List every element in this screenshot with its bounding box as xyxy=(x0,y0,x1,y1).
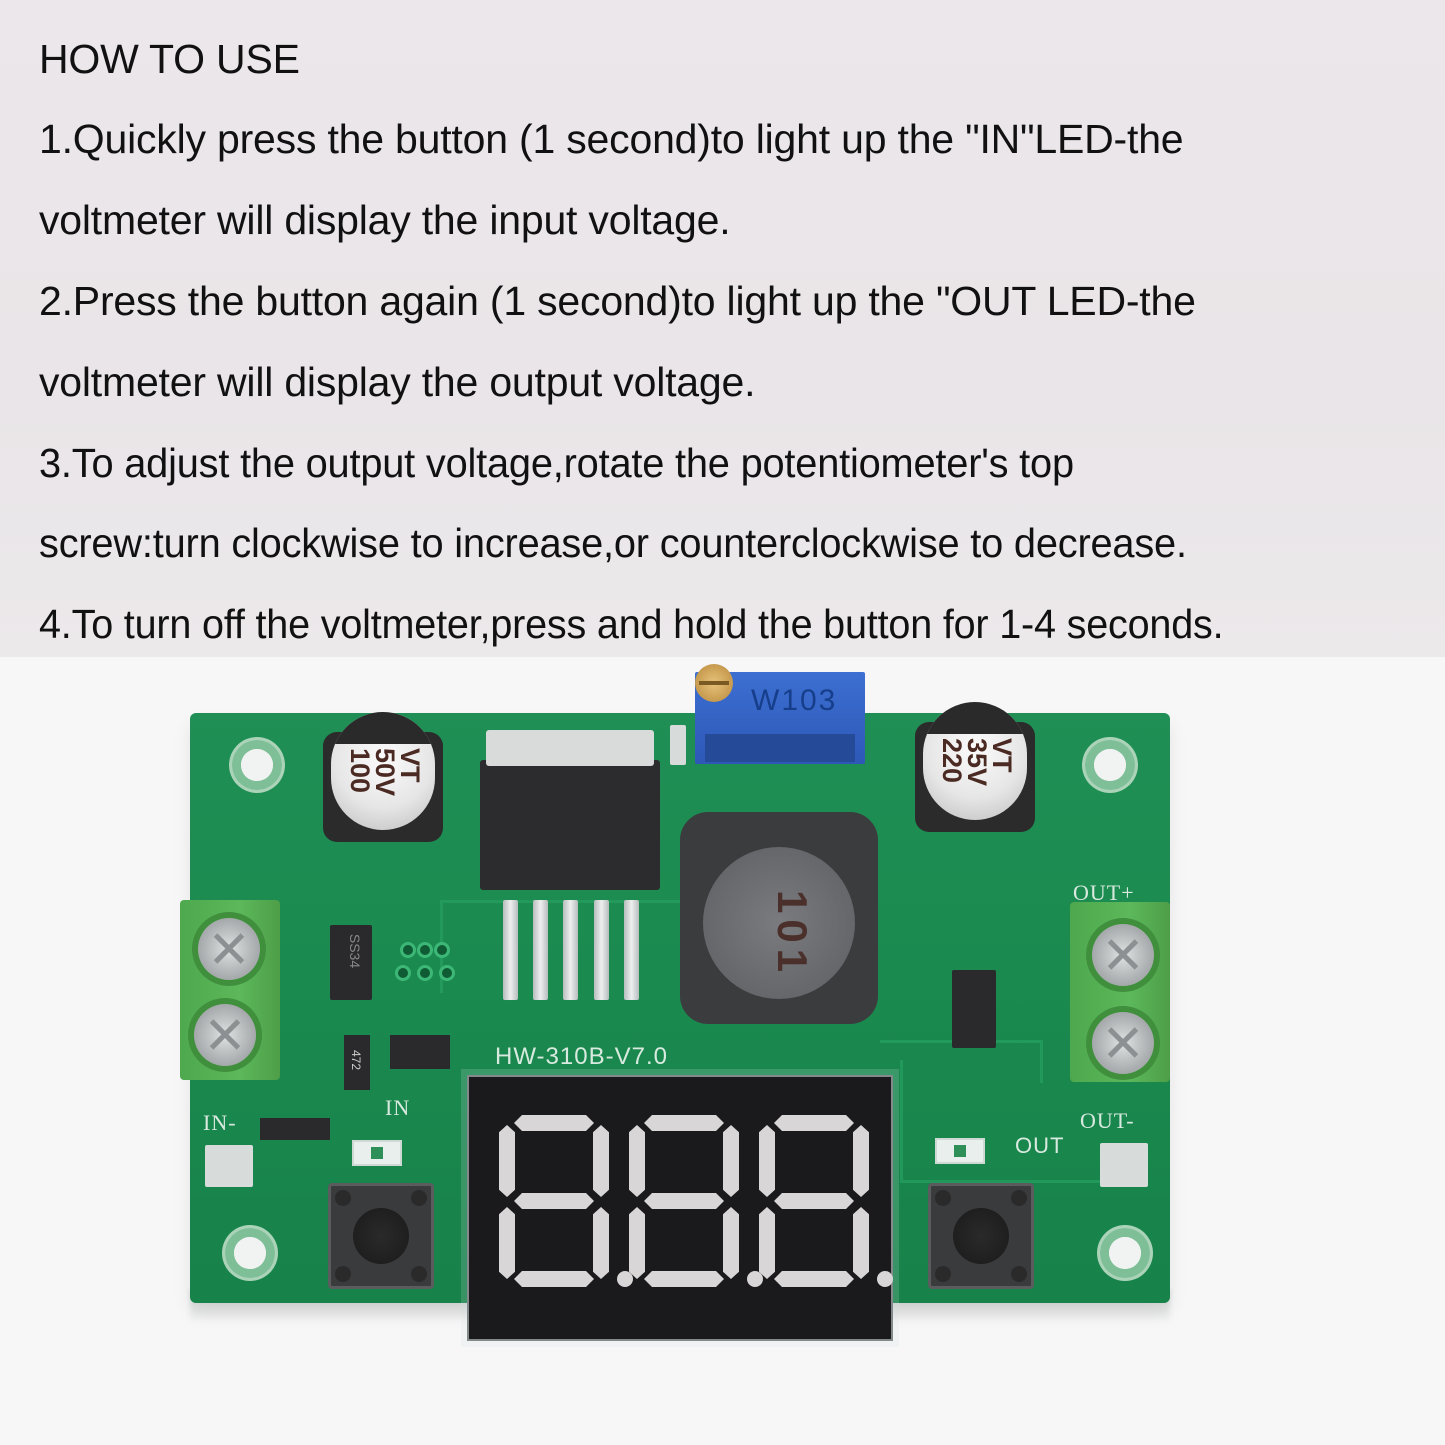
out-plus-label: OUT+ xyxy=(1073,880,1135,905)
ic-leg xyxy=(503,900,518,1000)
pcb-trace xyxy=(900,1060,1123,1183)
right-push-button[interactable] xyxy=(928,1183,1034,1289)
display-digit xyxy=(499,1115,633,1287)
left-push-button[interactable] xyxy=(328,1183,434,1289)
ic-leg xyxy=(563,900,578,1000)
instruction-line: 4.To turn off the voltmeter,press and ho… xyxy=(39,601,1224,647)
in-minus-label: IN- xyxy=(203,1110,237,1135)
potentiometer-screw[interactable] xyxy=(695,664,733,702)
out-led-label: OUT xyxy=(1015,1133,1065,1158)
board-model-label: HW-310B-V7.0 xyxy=(495,1043,668,1070)
voltmeter-display xyxy=(467,1075,893,1341)
mounting-hole xyxy=(225,1228,275,1278)
out-minus-pad xyxy=(1100,1143,1148,1187)
sot-regulator xyxy=(390,1035,450,1069)
instruction-line: 2.Press the button again (1 second)to li… xyxy=(39,278,1196,324)
inductor-marking: 101 xyxy=(769,889,817,979)
ic-leg xyxy=(533,900,548,1000)
mounting-hole xyxy=(1100,1228,1150,1278)
terminal-screw[interactable] xyxy=(1092,924,1154,986)
input-capacitor: VT 50V 100 xyxy=(323,712,443,847)
inductor: 101 xyxy=(680,812,878,1024)
display-digit xyxy=(629,1115,763,1287)
smd-resistor: 472 xyxy=(344,1035,370,1090)
in-led-label: IN xyxy=(385,1095,411,1120)
input-terminal-block[interactable] xyxy=(180,900,280,1080)
potentiometer-label: W103 xyxy=(751,684,838,717)
instruction-line: voltmeter will display the input voltage… xyxy=(39,197,731,243)
smd-diode xyxy=(260,1118,330,1140)
instruction-line: 1.Quickly press the button (1 second)to … xyxy=(39,116,1184,162)
in-led xyxy=(352,1140,402,1166)
instructions-panel: HOW TO USE 1.Quickly press the button (1… xyxy=(0,0,1445,657)
display-digit xyxy=(759,1115,893,1287)
smd-resistor xyxy=(670,725,686,765)
capacitor-marking: VT 35V 220 xyxy=(937,738,1017,787)
terminal-screw[interactable] xyxy=(1092,1012,1154,1074)
output-terminal-block[interactable] xyxy=(1070,902,1170,1082)
in-minus-pad xyxy=(205,1145,253,1187)
mounting-hole xyxy=(232,740,282,790)
regulator-ic xyxy=(480,730,660,890)
ic-leg xyxy=(594,900,609,1000)
potentiometer[interactable]: W103 xyxy=(695,664,865,764)
ic-leg xyxy=(624,900,639,1000)
terminal-screw[interactable] xyxy=(194,1004,256,1066)
instruction-line: 3.To adjust the output voltage,rotate th… xyxy=(39,440,1074,486)
instruction-line: screw:turn clockwise to increase,or coun… xyxy=(39,520,1187,566)
instruction-line: voltmeter will display the output voltag… xyxy=(39,359,756,405)
terminal-screw[interactable] xyxy=(198,918,260,980)
out-led xyxy=(935,1138,985,1164)
diode-ss34: SS34 xyxy=(330,925,372,1000)
capacitor-marking: VT 50V 100 xyxy=(345,748,425,797)
instructions-heading: HOW TO USE xyxy=(39,36,300,82)
mounting-hole xyxy=(1085,740,1135,790)
out-minus-label: OUT- xyxy=(1080,1108,1135,1133)
output-capacitor: VT 35V 220 xyxy=(915,702,1035,837)
output-diode xyxy=(952,970,996,1048)
